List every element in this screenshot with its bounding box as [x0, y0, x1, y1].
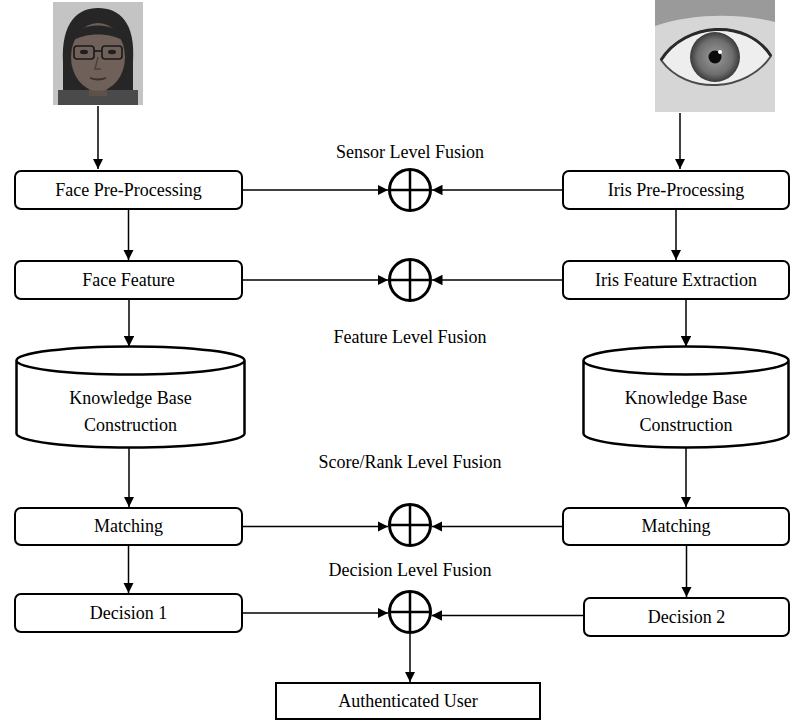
- flow-arrow: [243, 189, 388, 191]
- flow-arrow: [409, 634, 411, 682]
- box-label: Face Feature: [82, 269, 174, 292]
- flow-arrow: [128, 210, 130, 260]
- flow-arrow: [432, 279, 562, 281]
- box-label: Authenticated User: [338, 690, 477, 713]
- fusion-label: Feature Level Fusion: [332, 326, 489, 349]
- box-label: Decision 2: [648, 606, 725, 629]
- fusion-label: Score/Rank Level Fusion: [317, 451, 504, 474]
- flow-arrow: [685, 448, 687, 508]
- output-box: Authenticated User: [275, 682, 541, 720]
- process-box: Matching: [14, 507, 243, 546]
- box-label: Face Pre-Processing: [55, 179, 201, 202]
- fusion-node: Sensor Level Fusion: [388, 168, 432, 212]
- flow-arrow: [686, 546, 688, 597]
- process-box: Face Feature: [14, 260, 243, 300]
- flow-arrow: [432, 526, 562, 528]
- face-photo: [53, 2, 143, 105]
- box-label: Knowledge Base Construction: [604, 385, 769, 439]
- box-label: Matching: [94, 515, 163, 538]
- fusion-circle: [388, 503, 432, 547]
- fusion-circle: [388, 258, 432, 302]
- process-box: Iris Feature Extraction: [562, 260, 790, 300]
- box-label: Decision 1: [90, 602, 167, 625]
- database-cylinder: Knowledge Base Construction: [582, 345, 790, 449]
- flow-arrow: [243, 279, 388, 281]
- flow-arrow: [675, 210, 677, 260]
- process-box: Face Pre-Processing: [14, 170, 243, 210]
- box-label: Knowledge Base Construction: [48, 385, 213, 439]
- input-arrow: [679, 113, 681, 169]
- fusion-label: Decision Level Fusion: [327, 559, 494, 582]
- box-label: Iris Pre-Processing: [608, 179, 744, 202]
- flow-arrow: [128, 546, 130, 593]
- fusion-node: Score/Rank Level Fusion: [388, 503, 432, 547]
- flow-arrow: [128, 447, 130, 507]
- input-arrow: [97, 106, 99, 169]
- flow-arrow: [432, 189, 562, 191]
- flow-arrow: [243, 612, 388, 614]
- flow-arrow: [432, 615, 583, 617]
- flow-arrow: [243, 526, 388, 528]
- fusion-label: Sensor Level Fusion: [334, 141, 486, 164]
- flow-arrow: [128, 300, 130, 347]
- fusion-circle: [388, 168, 432, 212]
- process-box: Decision 1: [14, 593, 243, 633]
- eye-photo: [655, 0, 775, 112]
- box-label: Matching: [642, 515, 711, 538]
- fusion-node: Feature Level Fusion: [388, 258, 432, 302]
- process-box: Matching: [562, 507, 790, 546]
- process-box: Iris Pre-Processing: [562, 170, 790, 210]
- fusion-node: Decision Level Fusion: [388, 590, 432, 634]
- process-box: Decision 2: [583, 597, 790, 637]
- fusion-circle: [388, 590, 432, 634]
- box-label: Iris Feature Extraction: [595, 269, 757, 292]
- database-cylinder: Knowledge Base Construction: [15, 345, 246, 449]
- flow-arrow: [685, 300, 687, 347]
